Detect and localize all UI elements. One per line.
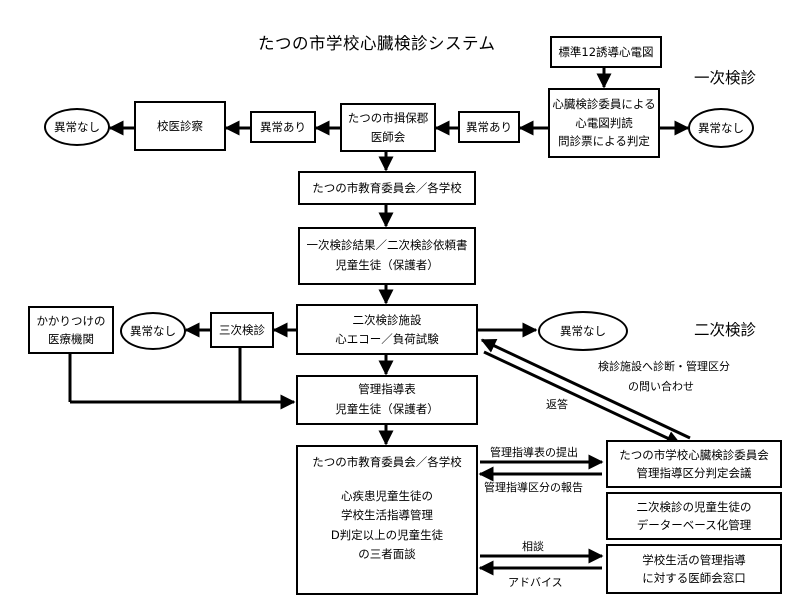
reply-label: 返答 xyxy=(546,398,568,411)
committee-line-1: たつの市学校心臓検診委員会 xyxy=(619,447,769,462)
board-bottom-line-4: の三者面談 xyxy=(358,547,416,562)
consult-label: 相談 xyxy=(522,540,544,553)
board-bottom-box: たつの市教育委員会／各学校 心疾患児童生徒の 学校生活指導管理 D判定以上の児童… xyxy=(296,445,478,595)
abnormal-right-text: 異常あり xyxy=(466,119,512,134)
report-class-label: 管理指導区分の報告 xyxy=(484,481,583,494)
board-bottom-line-1: 心疾患児童生徒の xyxy=(341,488,433,503)
no-abnormality-top-right: 異常なし xyxy=(688,108,754,148)
family-doctor-line-1: かかりつけの xyxy=(36,313,106,328)
no-abnormality-top-left-text: 異常なし xyxy=(54,120,100,134)
committee-box: たつの市学校心臓検診委員会 管理指導区分判定会議 xyxy=(606,440,782,488)
medical-assoc-line-1: たつの市揖保郡 xyxy=(347,111,429,126)
medical-assoc-box: たつの市揖保郡 医師会 xyxy=(340,103,436,152)
diagram-title: たつの市学校心臓検診システム xyxy=(258,34,496,53)
arrow-reply xyxy=(483,350,682,446)
abnormal-left-box: 異常あり xyxy=(250,111,316,143)
no-abnormality-mid-right: 異常なし xyxy=(538,311,628,351)
result-letter-box: 一次検診結果／二次検診依頼書 児童生徒（保護者） xyxy=(298,227,476,285)
abnormal-left-text: 異常あり xyxy=(260,119,306,134)
consult-window-line-1: 学校生活の管理指導 xyxy=(642,552,746,567)
tertiary-box: 三次検診 xyxy=(210,312,274,348)
inquiry-label-line-2: の問い合わせ xyxy=(628,380,694,393)
board-bottom-line-3: D判定以上の児童生徒 xyxy=(330,527,444,542)
board-bottom-line-2: 学校生活指導管理 xyxy=(341,508,433,523)
judgement-box: 心臓検診委員による 心電図判読 問診票による判定 xyxy=(548,88,660,158)
database-line-1: 二次検診の児童生徒の xyxy=(636,499,752,514)
judgement-line-3: 問診票による判定 xyxy=(558,134,650,149)
no-abnormality-mid-left: 異常なし xyxy=(120,312,186,350)
tertiary-text: 三次検診 xyxy=(219,322,265,337)
result-letter-line-2: 児童生徒（保護者） xyxy=(335,258,439,272)
no-abnormality-top-left: 異常なし xyxy=(44,108,110,146)
judgement-line-2: 心電図判読 xyxy=(575,115,633,130)
ecg-box: 標準12誘導心電図 xyxy=(550,36,662,68)
board-schools-text: たつの市教育委員会／各学校 xyxy=(312,180,462,195)
secondary-facility-line-2: 心エコー／負荷試験 xyxy=(335,331,439,346)
result-letter-line-1: 一次検診結果／二次検診依頼書 xyxy=(306,238,468,253)
board-schools-box: たつの市教育委員会／各学校 xyxy=(298,171,476,205)
school-doctor-text: 校医診察 xyxy=(157,118,203,133)
school-doctor-box: 校医診察 xyxy=(134,101,226,151)
no-abnormality-mid-left-text: 異常なし xyxy=(130,324,176,338)
inquiry-label-line-1: 検診施設へ診断・管理区分 xyxy=(598,360,730,373)
no-abnormality-mid-right-text: 異常なし xyxy=(560,324,606,338)
secondary-facility-line-1: 二次検診施設 xyxy=(352,313,422,328)
consult-window-line-2: に対する医師会窓口 xyxy=(642,571,746,585)
management-table-line-2: 児童生徒（保護者） xyxy=(335,402,439,416)
management-table-box: 管理指導表 児童生徒（保護者） xyxy=(296,375,478,425)
medical-assoc-line-2: 医師会 xyxy=(370,129,406,144)
committee-line-2: 管理指導区分判定会議 xyxy=(636,466,752,480)
arrow-inquiry xyxy=(480,338,691,440)
management-table-line-1: 管理指導表 xyxy=(358,382,416,397)
family-doctor-box: かかりつけの 医療機関 xyxy=(28,306,114,354)
database-line-2: データーベース化管理 xyxy=(636,518,752,532)
consult-window-box: 学校生活の管理指導 に対する医師会窓口 xyxy=(606,544,782,594)
section-secondary-label: 二次検診 xyxy=(694,321,757,339)
abnormal-right-box: 異常あり xyxy=(458,111,520,143)
board-bottom-header: たつの市教育委員会／各学校 xyxy=(312,455,462,469)
judgement-line-1: 心臓検診委員による xyxy=(552,97,656,112)
secondary-facility-box: 二次検診施設 心エコー／負荷試験 xyxy=(296,304,478,355)
submit-table-label: 管理指導表の提出 xyxy=(490,446,578,459)
ecg-text: 標準12誘導心電図 xyxy=(558,44,654,59)
database-box: 二次検診の児童生徒の データーベース化管理 xyxy=(606,492,782,540)
no-abnormality-top-right-text: 異常なし xyxy=(698,121,744,135)
advice-label: アドバイス xyxy=(508,576,563,589)
section-primary-label: 一次検診 xyxy=(694,69,757,87)
family-doctor-line-2: 医療機関 xyxy=(48,332,94,346)
